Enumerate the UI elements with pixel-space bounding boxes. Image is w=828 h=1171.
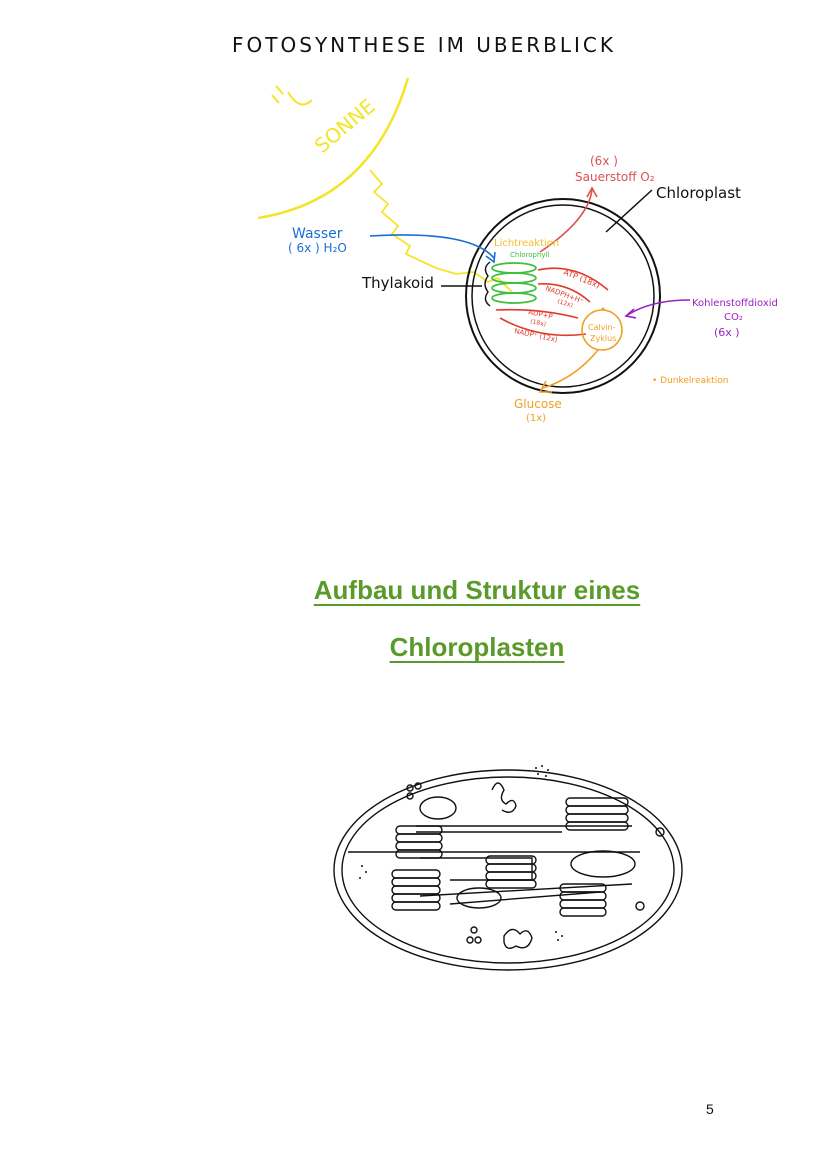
nadp-arrow <box>499 317 587 337</box>
co2-formula: CO₂ <box>724 312 743 323</box>
atp-label: ATP (18x) <box>562 268 601 291</box>
co2-arrow <box>625 299 691 317</box>
sun-face <box>287 91 313 106</box>
starch-grain-2 <box>570 850 636 878</box>
chloroplast-inner <box>471 204 655 388</box>
oxygen-arrow <box>539 189 593 253</box>
sun-arc <box>257 77 410 220</box>
dark-reaction-label: • Dunkelreaktion <box>652 376 728 386</box>
sun-eye-2 <box>271 94 280 104</box>
outer-membrane <box>333 769 683 971</box>
oxygen-amount: (6x ) <box>590 154 618 168</box>
adp-amount: (18x) <box>530 318 547 328</box>
light-reaction-label: Lichtreaktion <box>494 238 559 249</box>
oxygen-arrowhead <box>586 186 598 198</box>
lamella-3 <box>419 883 633 905</box>
inner-membrane <box>341 776 675 964</box>
glucose-arrow <box>542 349 599 389</box>
starch-grain-3 <box>456 887 502 909</box>
ribosomes <box>359 765 563 941</box>
atp-arrow <box>537 267 609 291</box>
calvin-label-1: Calvin- <box>588 323 616 332</box>
chloroplast-label: Chloroplast <box>656 184 741 202</box>
section-heading-line-2: Chloroplasten <box>389 632 565 662</box>
chlorophyll-label: Chlorophyll <box>510 251 550 259</box>
photosynthesis-diagram: SONNE Chloroplast (6x ) Sauerstoff O₂ Wa… <box>257 77 778 424</box>
granum-1 <box>395 825 443 859</box>
thylakoid-bracket <box>484 261 491 307</box>
nadph-amount: (12x) <box>556 298 573 309</box>
granum-2 <box>565 797 629 831</box>
dna-1 <box>491 782 517 813</box>
chloroplast-outer <box>465 198 661 394</box>
top-title-text: FOTOSYNTHESE IM UBERBLICK <box>232 33 616 57</box>
calvin-dot <box>601 307 605 311</box>
granum-3 <box>485 855 537 889</box>
granum-4 <box>391 869 441 911</box>
chloroplast-structure-drawing <box>333 765 683 971</box>
glucose-arrowhead <box>538 380 552 393</box>
granum-5 <box>559 883 607 917</box>
dna-2 <box>503 928 533 949</box>
chloroplast-pointer <box>605 189 653 233</box>
lamella-1 <box>416 825 632 833</box>
section-heading-line-1: Aufbau und Struktur eines <box>313 575 641 605</box>
glucose-label: Glucose <box>514 397 562 411</box>
glucose-amount: (1x) <box>526 413 546 424</box>
water-label: Wasser <box>292 226 343 242</box>
calvin-label-2: Zyklus <box>590 334 616 343</box>
nadph-arrow <box>537 283 591 303</box>
co2-label: Kohlenstoffdioxid <box>692 298 778 309</box>
water-arrow <box>369 234 495 259</box>
sun-label: SONNE <box>310 94 380 158</box>
thylakoid-label: Thylakoid <box>361 274 434 292</box>
page-number: 5 <box>706 1101 714 1117</box>
sun-ray <box>369 169 513 293</box>
starch-grain-1 <box>419 796 457 820</box>
top-title: FOTOSYNTHESE IM UBERBLICK <box>232 33 616 57</box>
sun-eye-1 <box>275 85 284 95</box>
nadp-label: NADP⁺ (12x) <box>514 327 559 344</box>
water-amount: ( 6x ) H₂O <box>288 241 347 255</box>
oxygen-label: Sauerstoff O₂ <box>575 170 655 184</box>
adp-arrow <box>495 308 579 319</box>
co2-arrowhead <box>624 308 637 319</box>
co2-amount: (6x ) <box>714 326 740 339</box>
water-arrowhead <box>485 251 496 264</box>
grana-stack <box>491 262 537 304</box>
